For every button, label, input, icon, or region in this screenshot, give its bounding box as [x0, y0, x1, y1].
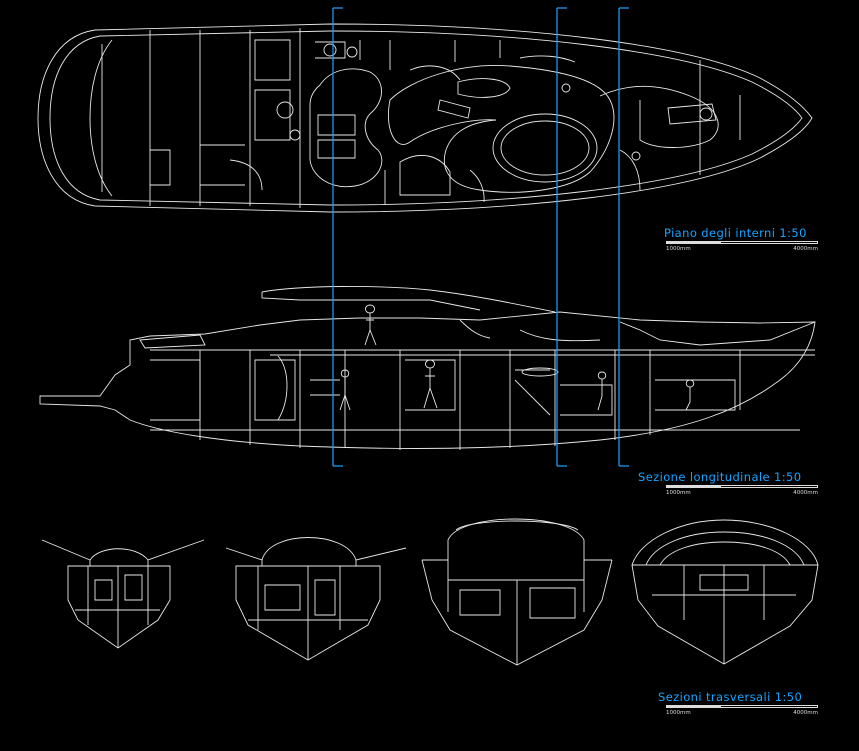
longitudinal-scale-bar: 1000mm 4000mm [666, 485, 818, 499]
transverse-section-3 [421, 518, 613, 666]
section-markers [332, 7, 629, 467]
transverse-scale-bar: 1000mm 4000mm [666, 705, 818, 719]
plan-title: Piano degli interni 1:50 [664, 226, 807, 240]
plan-scale-bar: 1000mm 4000mm [666, 241, 818, 255]
longitudinal-title: Sezione longitudinale 1:50 [638, 470, 802, 484]
plan-scale-max: 4000mm [793, 246, 818, 252]
transverse-scale-min: 1000mm [666, 710, 691, 716]
longitudinal-section [39, 286, 816, 450]
transverse-section-4 [631, 519, 819, 665]
transverse-section-2 [225, 537, 407, 661]
longitudinal-scale-max: 4000mm [793, 490, 818, 496]
transverse-title: Sezioni trasversali 1:50 [658, 690, 803, 704]
interior-plan-view [37, 23, 813, 213]
plan-scale-min: 1000mm [666, 246, 691, 252]
transverse-section-1 [41, 539, 205, 649]
transverse-scale-max: 4000mm [793, 710, 818, 716]
longitudinal-scale-min: 1000mm [666, 490, 691, 496]
